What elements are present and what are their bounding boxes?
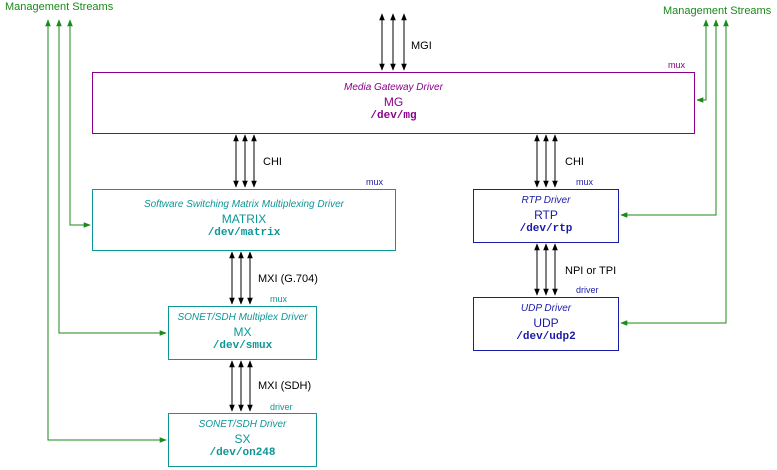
mx-mux-tag: mux	[270, 294, 288, 304]
mx-device-path: /dev/smux	[212, 339, 273, 352]
rtp-driver-box: RTP Driver RTP /dev/rtp	[473, 189, 619, 243]
mx-driver-description: SONET/SDH Multiplex Driver	[177, 312, 308, 324]
management-stream-mx	[56, 19, 167, 336]
udp-driver-description: UDP Driver	[520, 303, 572, 315]
management-streams-label-left: Management Streams	[5, 1, 114, 13]
sx-device-path: /dev/on248	[209, 446, 276, 459]
sx-driver-tag: driver	[270, 402, 293, 412]
npi-tpi-interface-label: NPI or TPI	[565, 265, 617, 277]
rtp-driver-description: RTP Driver	[521, 195, 571, 207]
udp-driver-box: UDP Driver UDP /dev/udp2	[473, 297, 619, 351]
management-stream-udp	[620, 19, 729, 326]
chi-interface-label-left: CHI	[263, 156, 282, 168]
rtp-mux-tag: mux	[576, 177, 594, 187]
management-stream-sx	[45, 19, 167, 443]
mxi-sdh-interface-label: MXI (SDH)	[258, 380, 312, 392]
mx-driver-abbr: MX	[233, 324, 252, 339]
sonet-sdh-driver-box: SONET/SDH Driver SX /dev/on248	[168, 413, 317, 467]
mgi-interface-label: MGI	[411, 40, 432, 52]
matrix-mux-tag: mux	[366, 177, 384, 187]
mxi-g704-interface-label: MXI (G.704)	[258, 273, 318, 285]
mg-driver-description: Media Gateway Driver	[344, 82, 443, 94]
management-stream-mg	[696, 19, 709, 103]
chi-interface-label-right: CHI	[565, 156, 584, 168]
udp-device-path: /dev/udp2	[516, 330, 576, 343]
media-gateway-driver-box: Media Gateway Driver MG /dev/mg	[92, 72, 695, 134]
udp-driver-abbr: UDP	[533, 315, 559, 330]
sx-driver-description: SONET/SDH Driver	[198, 419, 287, 431]
matrix-driver-box: Software Switching Matrix Multiplexing D…	[92, 189, 396, 251]
matrix-driver-abbr: MATRIX	[221, 211, 267, 226]
sx-driver-abbr: SX	[234, 431, 251, 446]
rtp-device-path: /dev/rtp	[519, 222, 573, 235]
matrix-driver-description: Software Switching Matrix Multiplexing D…	[143, 199, 345, 211]
rtp-driver-abbr: RTP	[534, 207, 558, 222]
mg-device-path: /dev/mg	[370, 109, 417, 122]
management-stream-matrix	[67, 19, 91, 228]
management-streams-label-right: Management Streams	[663, 5, 772, 17]
udp-driver-tag: driver	[576, 285, 599, 295]
mg-mux-tag: mux	[668, 60, 686, 70]
sonet-sdh-multiplex-driver-box: SONET/SDH Multiplex Driver MX /dev/smux	[168, 306, 317, 360]
mg-driver-abbr: MG	[383, 94, 404, 109]
matrix-device-path: /dev/matrix	[207, 226, 281, 239]
